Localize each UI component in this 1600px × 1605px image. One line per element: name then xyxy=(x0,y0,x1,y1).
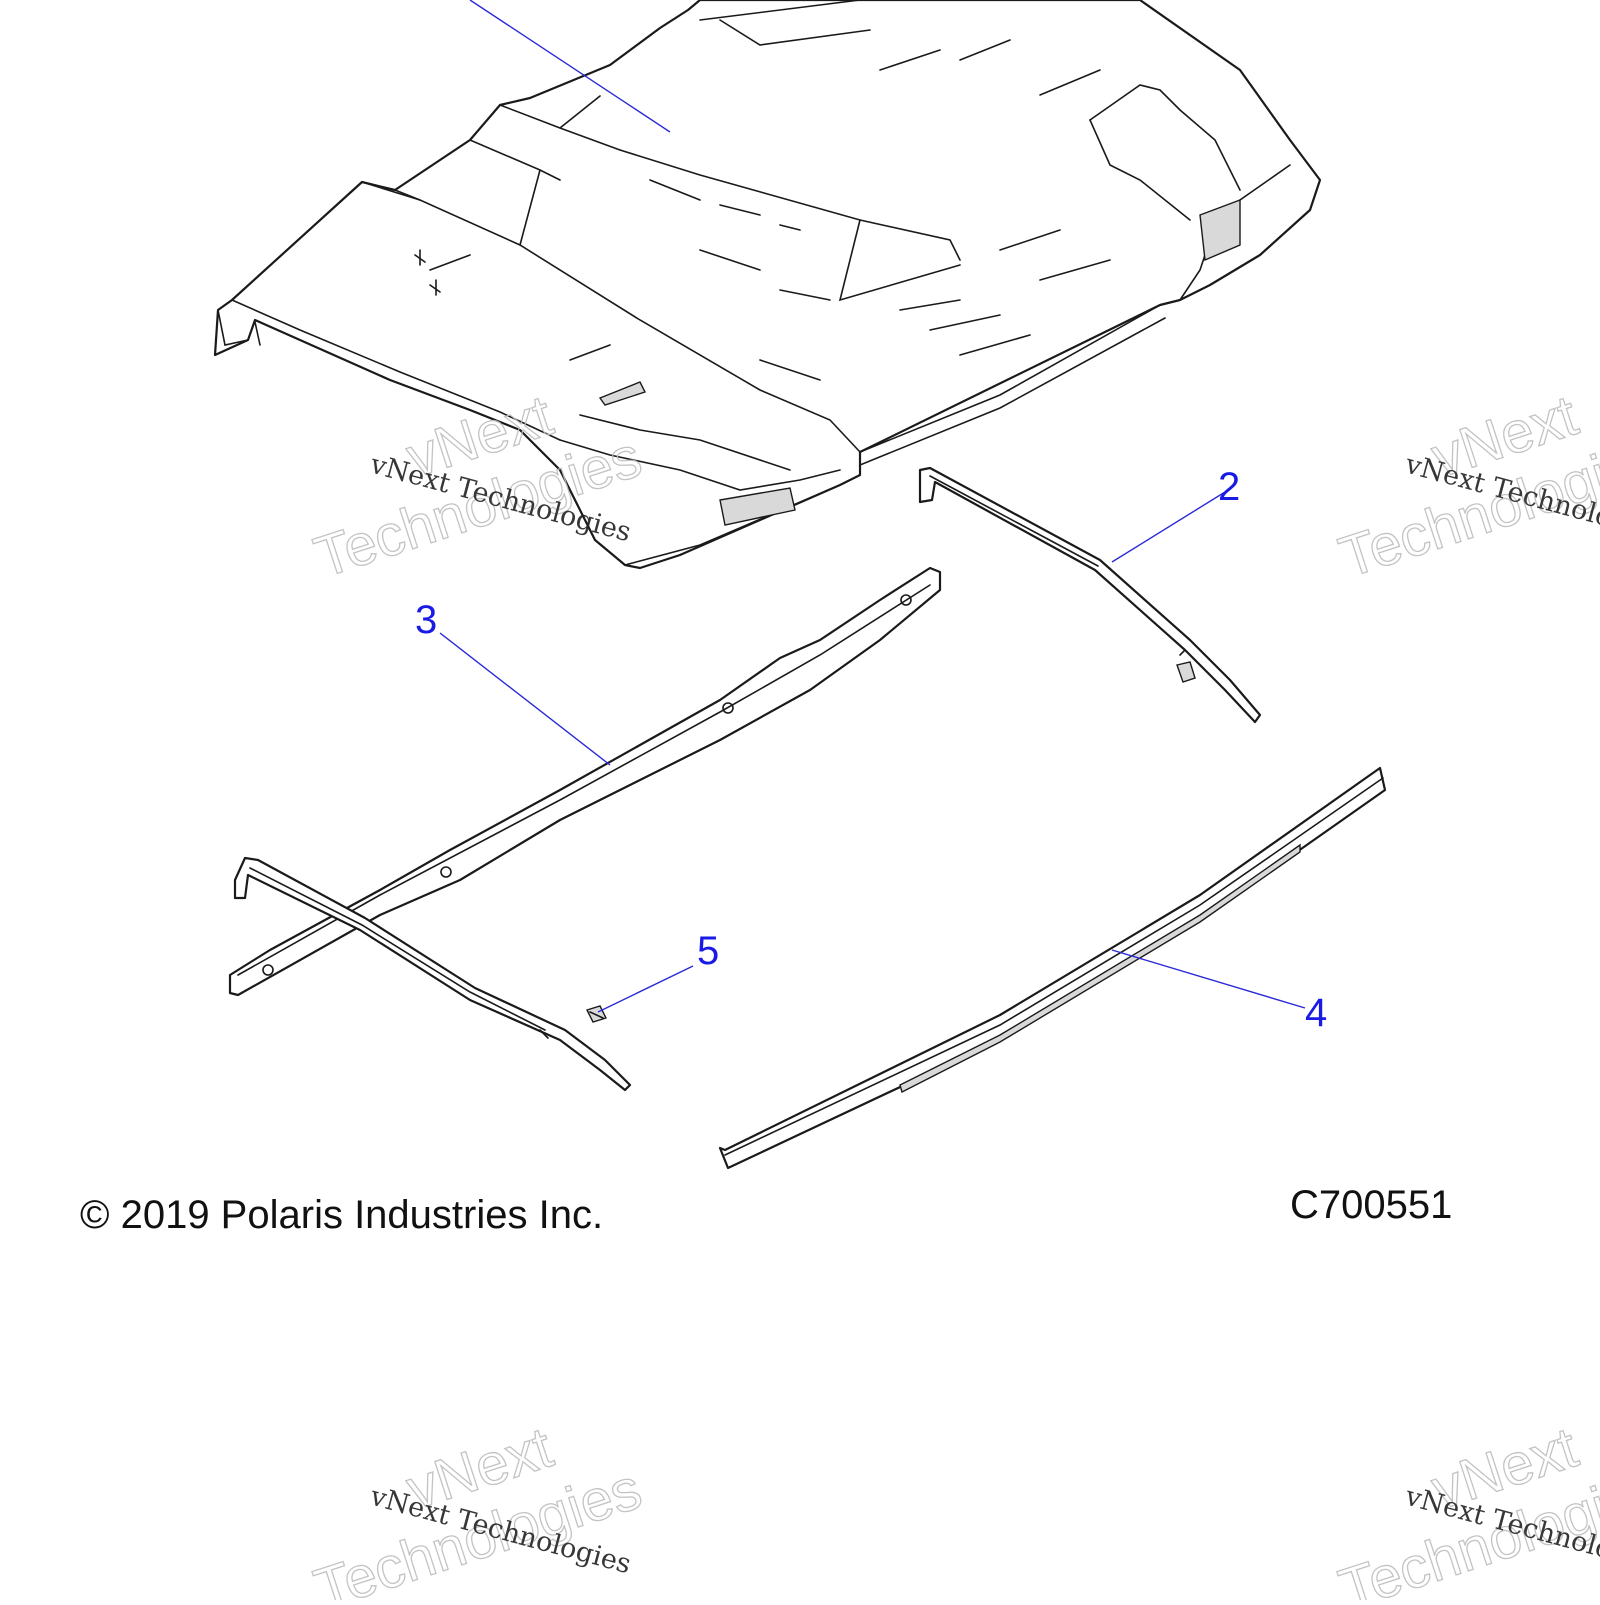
watermark-bottom-right: vNext Technologies vNext Technologies xyxy=(1331,1414,1600,1605)
callout-4: 4 xyxy=(1305,991,1327,1035)
leader-line-5 xyxy=(597,965,694,1013)
copyright-text: © 2019 Polaris Industries Inc. xyxy=(80,1193,603,1237)
callout-2: 2 xyxy=(1218,465,1240,509)
callout-5: 5 xyxy=(697,929,719,973)
figure-id: C700551 xyxy=(1290,1183,1452,1227)
watermark-bottom-left: vNext Technologies vNext Technologies xyxy=(306,1414,649,1605)
roof-panel xyxy=(213,0,1322,570)
leader-line-3 xyxy=(439,632,611,766)
leader-line-1 xyxy=(469,0,671,133)
part-4-trim-bar xyxy=(718,766,1387,1170)
part-3-front-trim-rail xyxy=(233,856,632,1092)
watermark-top-right: vNext Technologies vNext Technologies xyxy=(1331,382,1600,591)
part-5-clip xyxy=(586,1005,607,1023)
part-3-side-rail xyxy=(228,566,942,997)
leader-line-4 xyxy=(1111,949,1306,1009)
callout-3: 3 xyxy=(415,598,437,642)
part-2-trim-rail xyxy=(918,466,1262,724)
leader-line-2 xyxy=(1111,491,1226,563)
